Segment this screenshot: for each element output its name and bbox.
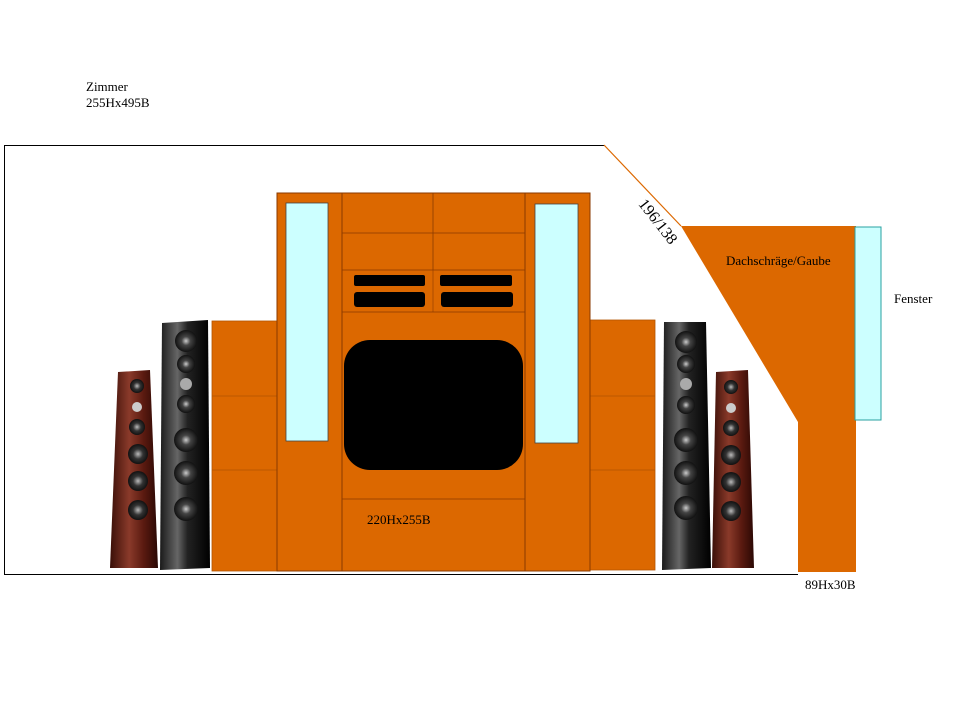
av-device-1 [354,275,425,286]
pillar-dimensions: 89Hx30B [805,577,856,592]
window-label: Fenster [894,291,933,306]
window-pane [854,226,882,421]
speaker-tower-black-icon [160,320,210,570]
roof-slope-line [603,144,682,227]
room-title: Zimmer [86,79,128,94]
right-low-cabinet [589,319,656,571]
left-tall-cabinet [276,192,343,572]
av-device-4 [441,292,513,307]
speaker-tower-red-icon [712,370,754,568]
center-cabinet [341,192,526,572]
slope-label: Dachschräge/Gaube [726,253,831,268]
left-low-cabinet [211,320,278,572]
right-tall-cabinet [524,192,591,572]
room-dimensions: 255Hx495B [86,95,150,110]
tv-screen [344,340,523,470]
dormer-slope-shape [681,226,856,572]
av-device-2 [440,275,512,286]
av-device-3 [354,292,425,307]
speaker-tower-red-icon [110,370,158,568]
speaker-tower-black-icon [662,322,711,570]
right-glass-panel [534,203,579,444]
cabinet-dimensions: 220Hx255B [367,512,431,527]
room-floor-line [4,574,798,575]
left-glass-panel [285,202,329,442]
